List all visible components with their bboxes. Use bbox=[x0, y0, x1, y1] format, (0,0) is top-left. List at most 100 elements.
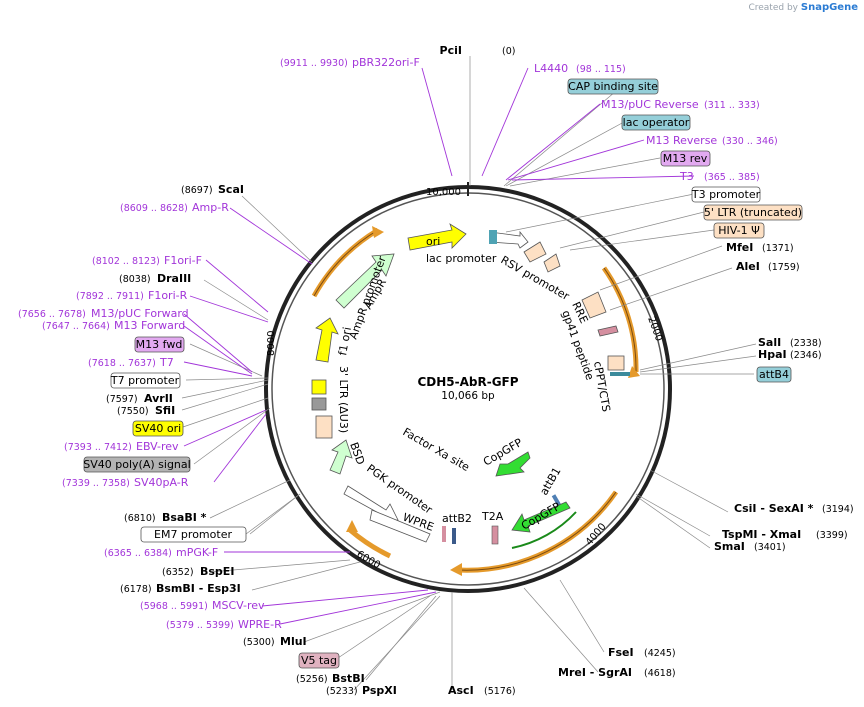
enzyme-scai-pos: (8697) bbox=[181, 185, 213, 196]
primer-f1ori-f: F1ori-F bbox=[164, 254, 202, 267]
attb2-glyph-1 bbox=[442, 526, 446, 542]
enzyme-bspei-pos: (6352) bbox=[162, 567, 194, 578]
enzyme-mrei-pos: (4618) bbox=[644, 668, 676, 679]
enzyme-csii: CsiI - SexAI * bbox=[734, 502, 814, 515]
enzyme-pcii-pos: (0) bbox=[502, 46, 515, 57]
boxed-t7-promoter: T7 promoter bbox=[110, 372, 181, 389]
enzyme-pspxi-pos: (5233) bbox=[326, 686, 358, 697]
enzyme-asci: AscI bbox=[448, 684, 474, 697]
boxed-sv40-polya: SV40 poly(A) signal bbox=[83, 456, 191, 473]
ampr-arrow bbox=[335, 253, 395, 309]
primer-sv40pa-r: SV40pA-R bbox=[134, 476, 189, 489]
enzyme-bsmbi-pos: (6178) bbox=[120, 584, 152, 595]
primer-m13-reverse: M13 Reverse bbox=[646, 134, 717, 147]
boxed-cap-binding-site: CAP binding site bbox=[567, 78, 659, 95]
primer-l4440-range: (98 .. 115) bbox=[576, 64, 626, 75]
boxed-sv40-ori: SV40 ori bbox=[132, 420, 184, 437]
svg-text:V5 tag: V5 tag bbox=[301, 654, 337, 667]
f1-ori-arrow bbox=[315, 317, 339, 363]
enzyme-alei: AleI bbox=[736, 260, 760, 273]
primer-mscv-rev-range: (5968 .. 5991) bbox=[140, 601, 208, 612]
arc-arrowhead bbox=[628, 366, 640, 378]
primer-f1ori-r-range: (7892 .. 7911) bbox=[76, 291, 144, 302]
factor-xa-label: Factor Xa site bbox=[401, 425, 472, 474]
primer-callouts bbox=[183, 67, 695, 625]
ori-arrow bbox=[407, 223, 467, 251]
svg-text:SV40 poly(A) signal: SV40 poly(A) signal bbox=[83, 458, 190, 471]
attb4-glyph bbox=[610, 372, 630, 376]
primer-f1ori-f-range: (8102 .. 8123) bbox=[92, 256, 160, 267]
attb2-glyph-2 bbox=[452, 528, 456, 544]
enzyme-sfii-pos: (7550) bbox=[117, 406, 149, 417]
lac-operator-glyph bbox=[489, 230, 497, 244]
sv40-ori-glyph bbox=[311, 379, 327, 395]
svg-text:5' LTR (truncated): 5' LTR (truncated) bbox=[704, 206, 802, 219]
primer-ebv-rev: EBV-rev bbox=[136, 440, 179, 453]
svg-text:M13 fwd: M13 fwd bbox=[136, 338, 183, 351]
enzyme-mrei: MreI - SgrAI bbox=[558, 666, 632, 679]
primer-t7-range: (7618 .. 7637) bbox=[88, 358, 156, 369]
primer-mpgk-f: mPGK-F bbox=[176, 546, 218, 559]
enzyme-pcii: PciI bbox=[440, 44, 462, 57]
enzyme-csii-pos: (3194) bbox=[822, 504, 854, 515]
ltr-3-label: 3' LTR (ΔU3) bbox=[337, 366, 350, 433]
attb2-label: attB2 bbox=[442, 512, 472, 525]
primer-pbr322ori-f: pBR322ori-F bbox=[352, 56, 420, 69]
plasmid-size: 10,066 bp bbox=[441, 390, 495, 402]
rsv-glyph-1 bbox=[523, 241, 547, 263]
primer-m13-fwd: M13 Forward bbox=[114, 319, 185, 332]
t2a-label: T2A bbox=[481, 510, 504, 523]
enzyme-asci-pos: (5176) bbox=[484, 686, 516, 697]
enzyme-tspmi: TspMI - XmaI bbox=[722, 528, 801, 541]
primer-m13puc-fwd-range: (7656 .. 7678) bbox=[18, 309, 86, 320]
f1-ori-label: f1 ori bbox=[336, 326, 354, 357]
enzyme-draiii: DraIII bbox=[157, 272, 191, 285]
primer-m13-reverse-range: (330 .. 346) bbox=[722, 136, 778, 147]
ltr-arc-right-inner bbox=[603, 267, 637, 373]
copgfp-label-lower: CopGFP bbox=[519, 500, 563, 533]
enzyme-scai: ScaI bbox=[218, 183, 244, 196]
boxed-m13-fwd: M13 fwd bbox=[134, 336, 185, 353]
enzyme-smai: SmaI bbox=[714, 540, 745, 553]
primer-wpre-r: WPRE-R bbox=[238, 618, 282, 631]
rsv-glyph-2 bbox=[543, 253, 561, 273]
svg-text:CAP binding site: CAP binding site bbox=[568, 80, 658, 93]
svg-text:SV40 ori: SV40 ori bbox=[135, 422, 181, 435]
primer-amp-r-range: (8609 .. 8628) bbox=[120, 203, 188, 214]
arc-arrowhead bbox=[372, 226, 384, 238]
t2a-glyph bbox=[491, 525, 499, 545]
wpre-arrow bbox=[369, 509, 431, 543]
rsv-promoter-label: RSV promoter bbox=[499, 253, 572, 303]
arc-arrowhead bbox=[450, 563, 462, 576]
enzyme-fsei: FseI bbox=[608, 646, 634, 659]
boxed-em7-promoter: EM7 promoter bbox=[140, 526, 247, 543]
tick-label: 10,000 bbox=[426, 187, 461, 198]
primer-pbr322ori-f-range: (9911 .. 9930) bbox=[280, 58, 348, 69]
snapgene-credit: Created by SnapGene bbox=[748, 2, 858, 13]
enzyme-avrii-pos: (7597) bbox=[106, 394, 138, 405]
primer-f1ori-r: F1ori-R bbox=[148, 289, 188, 302]
gp41-glyph bbox=[597, 325, 619, 337]
enzyme-mfei-pos: (1371) bbox=[762, 243, 794, 254]
boxed-hiv-psi: HIV-1 Ψ bbox=[713, 222, 765, 239]
boxed-v5-tag: V5 tag bbox=[298, 652, 340, 669]
primer-m13puc-fwd: M13/pUC Forward bbox=[91, 307, 189, 320]
primer-l4440: L4440 bbox=[534, 62, 568, 75]
svg-text:M13 rev: M13 rev bbox=[663, 152, 708, 165]
primer-t7: T7 bbox=[159, 356, 174, 369]
enzyme-alei-pos: (1759) bbox=[768, 262, 800, 273]
svg-text:HIV-1 Ψ: HIV-1 Ψ bbox=[718, 224, 760, 237]
primer-m13puc-rev: M13/pUC Reverse bbox=[601, 98, 699, 111]
plasmid-name: CDH5-AbR-GFP bbox=[417, 375, 518, 389]
credit-prefix: Created by bbox=[748, 3, 798, 13]
rre-glyph bbox=[581, 291, 607, 319]
svg-text:EM7 promoter: EM7 promoter bbox=[154, 528, 232, 541]
primer-t3-range: (365 .. 385) bbox=[704, 172, 760, 183]
attb1-label: attB1 bbox=[537, 465, 563, 497]
ampr-arc-inner bbox=[313, 229, 379, 297]
svg-text:T3 promoter: T3 promoter bbox=[691, 188, 761, 201]
enzyme-bspei: BspEI bbox=[200, 565, 234, 578]
copgfp-arrow-upper bbox=[495, 451, 531, 477]
snapgene-logo: SnapGene bbox=[800, 2, 858, 13]
